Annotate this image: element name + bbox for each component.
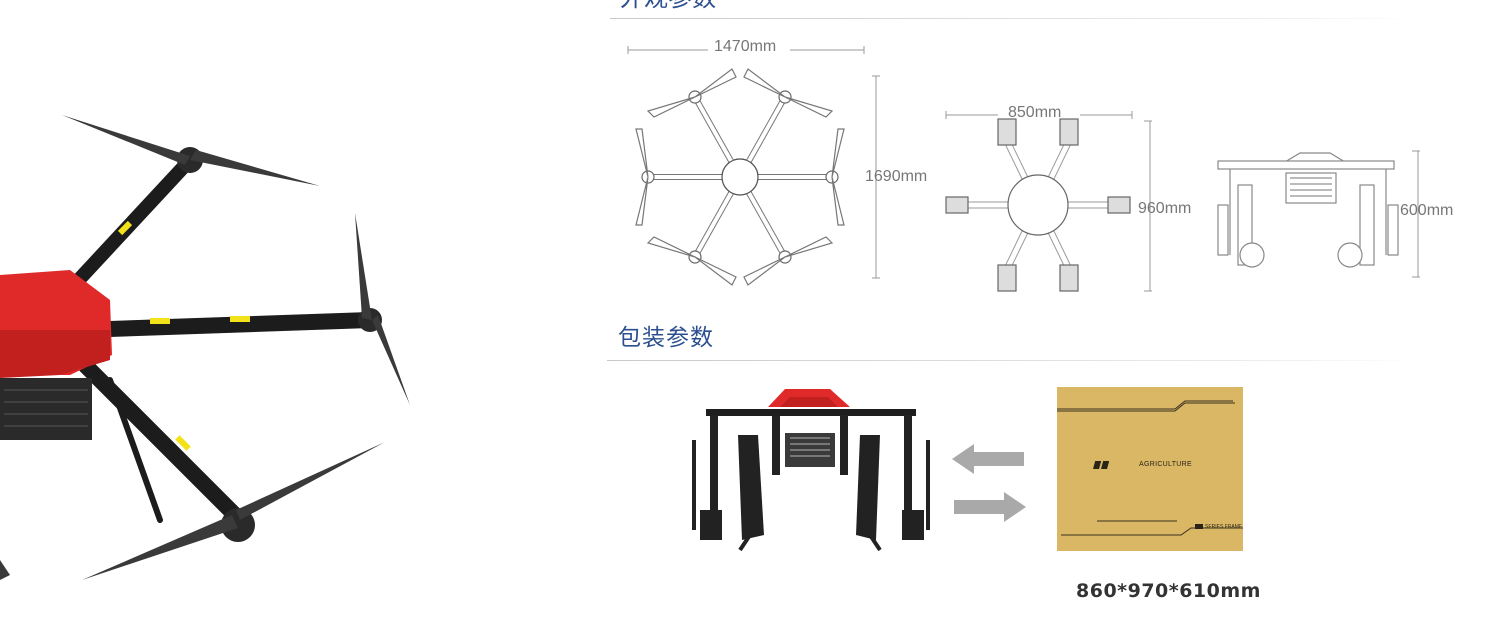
dimension-width-850: 850mm xyxy=(1008,104,1062,121)
folded-drone-image xyxy=(680,385,940,560)
arrow-left-icon xyxy=(952,444,1026,479)
box-series-label: SERIES FRAME xyxy=(1205,524,1243,530)
side-view-diagram xyxy=(1200,145,1430,280)
arrow-right-icon xyxy=(952,492,1026,527)
packing-box-image: AGRICULTURE SERIES FRAME xyxy=(1057,387,1243,551)
section-divider-top xyxy=(610,18,1420,19)
dimension-width-1470: 1470mm xyxy=(714,38,777,55)
dimension-height-600: 600mm xyxy=(1400,202,1454,219)
top-view-diagram xyxy=(620,40,900,300)
folded-view-diagram xyxy=(940,105,1160,295)
dimension-length-960: 960mm xyxy=(1138,200,1192,217)
section-divider-packing xyxy=(607,360,1420,361)
box-brand-label: AGRICULTURE xyxy=(1139,461,1192,468)
dimension-length-1690: 1690mm xyxy=(865,168,928,185)
packing-size-text: 860*970*610mm xyxy=(1076,580,1261,602)
hero-drone-image xyxy=(0,0,560,633)
section-title-appearance: 外观参数 xyxy=(620,0,716,13)
section-title-packing: 包装参数 xyxy=(618,325,714,351)
